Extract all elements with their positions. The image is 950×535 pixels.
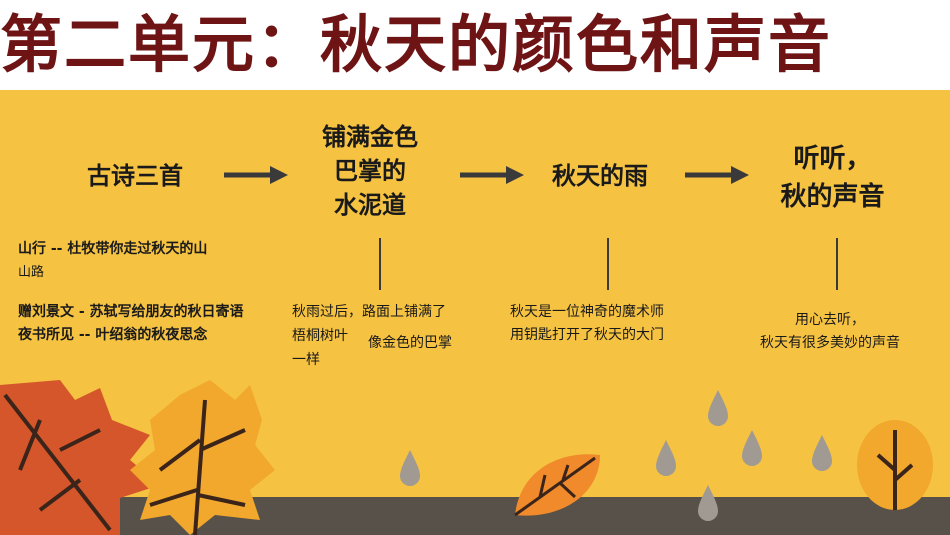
desc-road-line-4: 一样 [292, 352, 320, 368]
desc-rain-line-2: 用钥匙打开了秋天的大门 [510, 327, 664, 343]
leaf-icon [514, 454, 600, 517]
desc-road-line-2: 梧桐树叶 [292, 328, 348, 344]
node-ancient-poems-line-1: 古诗三首 [87, 162, 183, 190]
desc-sound-line-2: 秋天有很多美妙的声音 [760, 335, 900, 351]
rain-drops-icon [400, 390, 832, 521]
connector-line [607, 238, 609, 290]
tree-icon [857, 420, 933, 510]
poem-zengliu: 赠刘景文 - 苏轼写给朋友的秋日寄语 [18, 304, 244, 320]
desc-rain-line-1: 秋天是一位神奇的魔术师 [510, 304, 664, 320]
node-autumn-rain-line-1: 秋天的雨 [552, 162, 648, 190]
desc-sound-line-1: 用心去听， [795, 312, 865, 328]
node-autumn-sound-line-1: 听听， [793, 144, 872, 174]
desc-road-line-3: 像金色的巴掌 [368, 335, 452, 351]
node-golden-road-line-2: 巴掌的 [334, 157, 406, 185]
maple-leaf-icon [130, 380, 275, 535]
node-ancient-poems: 古诗三首 [75, 160, 195, 192]
desc-road-line-1: 秋雨过后，路面上铺满了 [292, 304, 446, 320]
arrow-right-icon [460, 166, 524, 184]
node-autumn-sound: 听听， 秋的声音 [765, 140, 900, 216]
maple-leaf-icon [0, 380, 160, 535]
arrow-right-icon [224, 166, 288, 184]
connector-line [379, 238, 381, 290]
poem-yeshu: 夜书所见 -- 叶绍翁的秋夜思念 [18, 327, 208, 343]
connector-line [836, 238, 838, 290]
node-golden-road: 铺满金色 巴掌的 水泥道 [300, 120, 440, 222]
node-autumn-rain: 秋天的雨 [535, 160, 665, 192]
page-title: 第二单元：秋天的颜色和声音 [0, 8, 833, 81]
arrow-right-icon [685, 166, 749, 184]
node-golden-road-line-3: 水泥道 [334, 191, 406, 219]
node-golden-road-line-1: 铺满金色 [322, 123, 418, 151]
node-autumn-sound-line-2: 秋的声音 [780, 182, 885, 212]
header-band [0, 0, 950, 90]
poem-shanxing: 山行 -- 杜牧带你走过秋天的山 [18, 241, 208, 257]
poem-shanxing-continued: 山路 [18, 265, 45, 280]
